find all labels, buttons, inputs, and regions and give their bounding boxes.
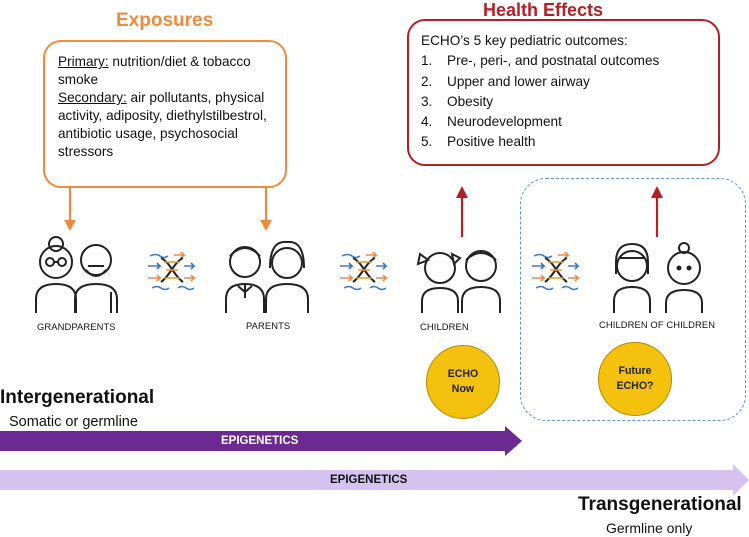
intergenerational-subtitle: Somatic or germline xyxy=(9,414,138,430)
children-icon xyxy=(416,250,501,313)
exposures-title: Exposures xyxy=(116,10,214,31)
health-effects-box: ECHO’s 5 key pediatric outcomes: 1. Pre-,… xyxy=(407,19,720,166)
health-arrow-children-of-children xyxy=(651,186,663,237)
outcome-text: Neurodevelopment xyxy=(447,114,562,130)
primary-text: nutrition/diet & tobacco smoke xyxy=(58,54,251,87)
health-effects-title: Health Effects xyxy=(483,0,604,20)
outcome-text: Obesity xyxy=(447,93,494,109)
exposure-arrow-grandparents xyxy=(64,188,76,231)
exposures-box: Primary: nutrition/diet & tobacco smoke … xyxy=(43,40,287,188)
intergen-epigenetics-label: EPIGENETICS xyxy=(221,435,299,447)
secondary-label: Secondary: xyxy=(58,90,127,105)
outcomes-list: 1. Pre-, peri-, and postnatal outcomes 2.… xyxy=(421,51,710,152)
dna-transfer-icon xyxy=(148,251,196,291)
parents-label: PARENTS xyxy=(246,320,291,331)
primary-label: Primary: xyxy=(58,54,109,69)
outcomes-intro: ECHO’s 5 key pediatric outcomes: xyxy=(421,33,628,48)
outcome-item: 2. Upper and lower airway xyxy=(421,72,710,92)
intergenerational-epigenetics-arrow xyxy=(0,426,522,456)
outcome-number: 5. xyxy=(421,134,433,150)
children-of-children-label: CHILDREN OF CHILDREN xyxy=(599,319,716,330)
children-of-children-icon xyxy=(613,242,703,313)
outcome-number: 4. xyxy=(421,114,433,130)
transgenerational-title: Transgenerational xyxy=(578,494,742,515)
outcome-item: 1. Pre-, peri-, and postnatal outcomes xyxy=(421,51,710,71)
transgenerational-subtitle: Germline only xyxy=(606,520,693,536)
outcome-text: Upper and lower airway xyxy=(447,73,590,89)
secondary-exposures: Secondary: air pollutants, physical acti… xyxy=(58,89,279,161)
outcome-text: Pre-, peri-, and postnatal outcomes xyxy=(447,53,660,69)
future-echo-circle: Future ECHO? xyxy=(598,342,672,416)
dna-transfer-icon xyxy=(532,251,580,291)
outcome-number: 3. xyxy=(421,93,433,109)
children-label: CHILDREN xyxy=(420,321,469,332)
outcome-item: 3. Obesity xyxy=(421,92,710,112)
future-generation-group xyxy=(520,178,746,421)
secondary-text: air pollutants, physical activity, adipo… xyxy=(58,90,267,159)
outcome-number: 1. xyxy=(421,53,433,69)
outcome-number: 2. xyxy=(421,73,433,89)
parents-icon xyxy=(225,240,309,313)
health-arrow-children xyxy=(456,186,468,237)
exposure-arrow-parents xyxy=(260,188,272,231)
dna-transfer-icon xyxy=(340,251,388,291)
primary-exposures: Primary: nutrition/diet & tobacco smoke xyxy=(58,53,279,89)
outcome-text: Positive health xyxy=(447,134,536,150)
intergenerational-title: Intergenerational xyxy=(0,387,155,408)
grandparents-icon xyxy=(35,236,118,313)
outcome-item: 5. Positive health xyxy=(421,132,710,152)
transgen-epigenetics-label: EPIGENETICS xyxy=(330,474,408,486)
grandparents-label: GRANDPARENTS xyxy=(37,321,116,332)
echo-now-circle: ECHO Now xyxy=(426,345,500,419)
outcome-item: 4. Neurodevelopment xyxy=(421,112,710,132)
transgenerational-epigenetics-arrow xyxy=(0,464,749,496)
